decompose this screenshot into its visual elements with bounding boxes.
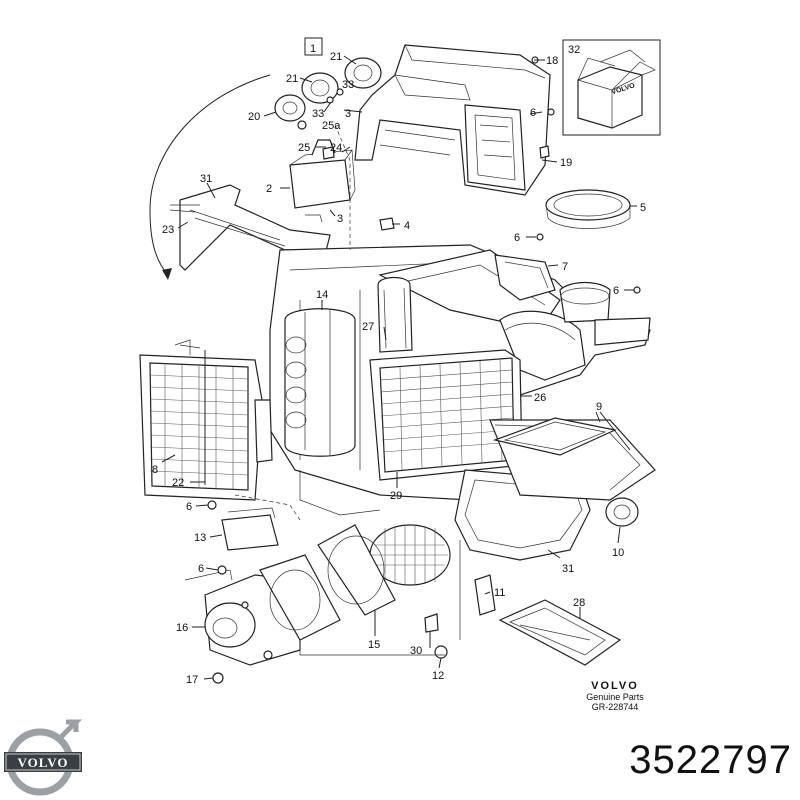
callout-12: 12	[432, 670, 444, 682]
callout-30: 30	[410, 645, 422, 657]
callout-28: 28	[573, 597, 585, 609]
heater-core-26	[369, 276, 523, 481]
callout-3-b: 3	[345, 108, 351, 120]
callout-25a: 25a	[322, 120, 341, 132]
blower-motor-16	[184, 554, 341, 666]
arrow-head	[162, 268, 172, 280]
callout-6-d: 6	[186, 501, 192, 513]
leader-lines	[161, 55, 637, 680]
volvo-logo: VOLVO	[4, 719, 83, 796]
callout-24: 24	[330, 142, 342, 154]
callout-18: 18	[546, 55, 558, 67]
callout-33-a: 33	[342, 79, 354, 91]
callout-15: 15	[368, 639, 380, 651]
callout-23: 23	[162, 224, 174, 236]
callout-labels: 1 2 3 3 4 5 6 6 6 6 6 7 8 9 10 11 12 13 …	[152, 43, 646, 686]
callout-13: 13	[194, 532, 206, 544]
seal-ring-5	[545, 189, 631, 229]
blower-wheel-15	[369, 524, 451, 586]
assembly-lines	[234, 124, 461, 656]
callout-33-b: 33	[312, 108, 324, 120]
part-number: 3522797	[629, 738, 792, 782]
callout-31-b: 31	[562, 563, 574, 575]
logo-wordmark: VOLVO	[18, 755, 69, 770]
callout-21-a: 21	[330, 51, 342, 63]
callout-20: 20	[248, 111, 260, 123]
callout-14: 14	[316, 289, 328, 301]
callout-3: 3	[337, 213, 343, 225]
fan-inlet-ring	[317, 524, 396, 616]
callout-2: 2	[266, 183, 272, 195]
blower-resistor-13	[221, 507, 279, 551]
callout-27: 27	[362, 321, 374, 333]
callout-16: 16	[176, 622, 188, 634]
filter-frame-9	[492, 417, 617, 456]
callout-8: 8	[152, 464, 158, 476]
callout-21-b: 21	[286, 73, 298, 85]
callout-5: 5	[640, 202, 646, 214]
callout-29: 29	[390, 490, 402, 502]
brand-line-genuine: Genuine Parts	[586, 692, 644, 702]
callout-31-a: 31	[200, 173, 212, 185]
callout-19: 19	[560, 157, 572, 169]
callout-1: 1	[310, 43, 316, 55]
callout-6-a: 6	[530, 107, 536, 119]
callout-22: 22	[172, 477, 184, 489]
fan-discs	[274, 57, 382, 130]
assembly-arrow	[149, 74, 271, 276]
callout-6-e: 6	[198, 563, 204, 575]
upper-air-housing	[354, 44, 551, 196]
genuine-parts-block: VOLVO Genuine Parts GR-228744	[560, 680, 670, 712]
evaporator-14	[284, 308, 356, 457]
callout-box-1	[304, 37, 323, 56]
parts-box-32: VOLVO	[562, 39, 661, 136]
callout-7: 7	[562, 261, 568, 273]
callout-4: 4	[404, 220, 410, 232]
callout-17: 17	[186, 674, 198, 686]
cover-plate-28	[498, 599, 622, 666]
callout-6-b: 6	[514, 232, 520, 244]
callout-25: 25	[298, 142, 310, 154]
callout-10: 10	[612, 547, 624, 559]
callout-9: 9	[596, 401, 602, 413]
callout-26: 26	[534, 392, 546, 404]
heater-core-8	[139, 339, 273, 501]
brand-name: VOLVO	[591, 680, 639, 692]
grommet-10	[605, 497, 639, 527]
drain-hose-11	[474, 574, 496, 616]
callout-32: 32	[568, 44, 580, 56]
brand-line-ref: GR-228744	[591, 702, 639, 712]
frame-bar-31	[169, 184, 331, 271]
callout-11: 11	[494, 587, 505, 599]
callout-6-c: 6	[613, 285, 619, 297]
